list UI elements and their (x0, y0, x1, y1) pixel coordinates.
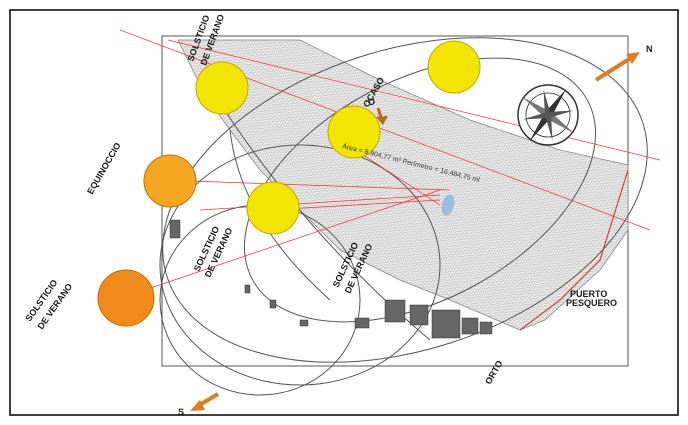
label-ocaso-letter: O (368, 97, 375, 107)
label-north: N (646, 44, 653, 54)
label-south: S (178, 407, 184, 417)
sun-top-right (427, 40, 481, 94)
compass-rose-icon (517, 84, 579, 146)
sun-equinoccio (143, 154, 197, 208)
sun-solsticio-left (97, 269, 155, 327)
sun-solsticio-top (195, 61, 249, 115)
suns (97, 40, 481, 327)
site-area-hatched (177, 39, 629, 331)
north-arrow-icon (594, 52, 640, 82)
water-body (441, 194, 455, 216)
sun-solsticio-middle (246, 181, 300, 235)
sun-ocaso (327, 105, 381, 159)
shoreline (519, 169, 629, 331)
label-puerto: PUERTO (570, 289, 607, 299)
ocaso-arrow-icon (376, 107, 388, 125)
label-pesquero: PESQUERO (566, 298, 617, 308)
city-blocks (169, 219, 493, 339)
south-arrow-icon (190, 392, 220, 411)
